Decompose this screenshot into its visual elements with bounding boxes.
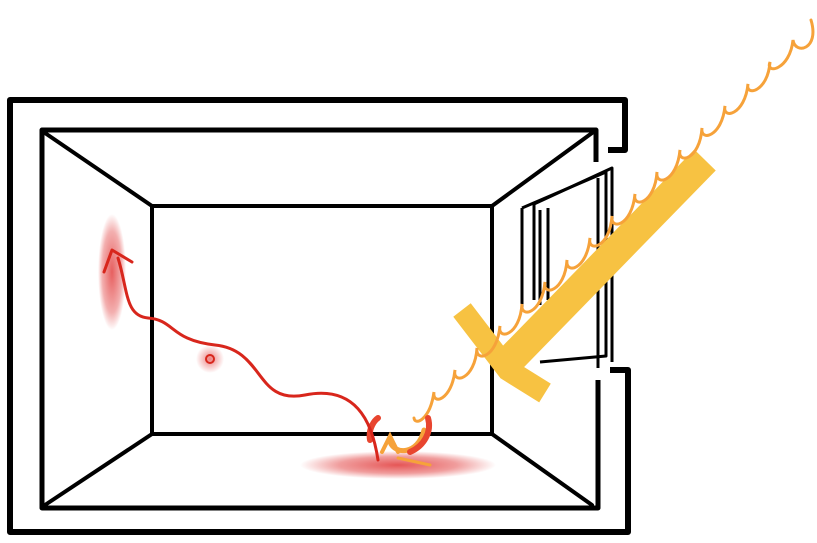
air-hot-spot-icon xyxy=(196,345,224,373)
room-perspective-edges xyxy=(45,133,592,505)
floor-hot-spot-icon xyxy=(300,451,496,479)
heat-wave-arrow-icon xyxy=(118,258,378,460)
